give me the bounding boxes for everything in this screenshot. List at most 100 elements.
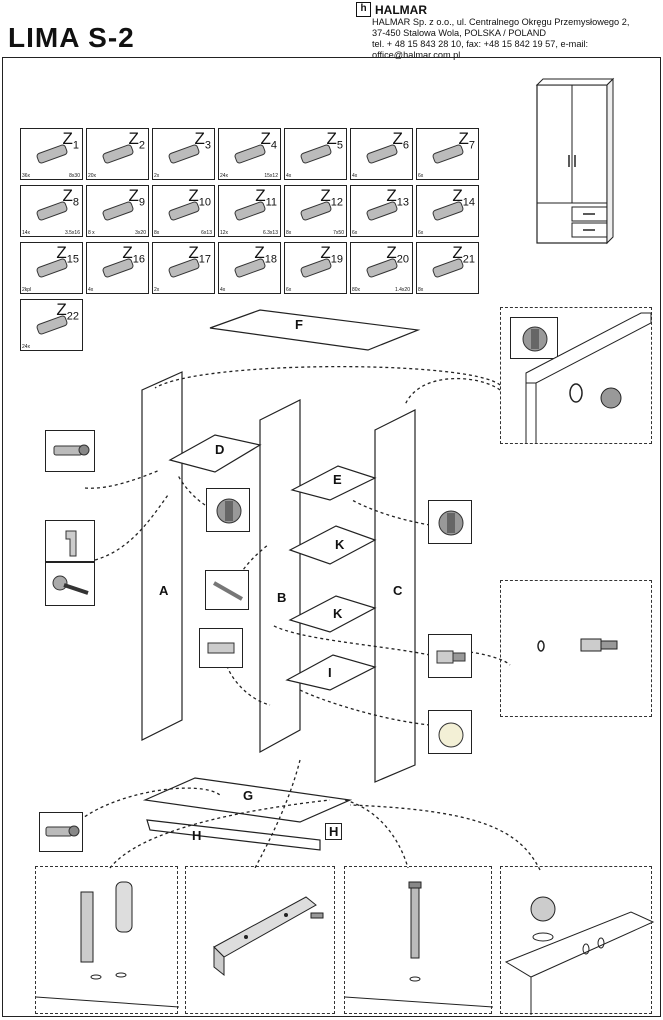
shelf-pin-icon bbox=[537, 638, 618, 652]
anchor-icon bbox=[207, 642, 235, 654]
rod-icon bbox=[102, 258, 134, 278]
part-size: 7x50 bbox=[333, 230, 344, 236]
address-line-2: 37-450 Stalowa Wola, POLSKA / POLAND bbox=[372, 28, 546, 38]
instruction-frame bbox=[2, 57, 661, 1017]
address-line-3: tel. + 48 15 843 28 10, fax: +48 15 842 … bbox=[372, 39, 589, 60]
panel-label-K1: K bbox=[335, 537, 345, 552]
plug-icon bbox=[168, 201, 200, 221]
thumb-cam-lock-1 bbox=[206, 488, 250, 532]
part-code: Z11 bbox=[255, 186, 277, 209]
part-quantity: 8 x bbox=[88, 230, 95, 236]
cam-lock-icon bbox=[216, 498, 242, 524]
thumb-bracket bbox=[45, 520, 95, 562]
part-tile-18: Z18 4x bbox=[218, 242, 281, 294]
part-quantity: 4x bbox=[352, 173, 358, 179]
part-quantity: 14x bbox=[22, 230, 31, 236]
part-code: Z15 bbox=[56, 243, 79, 266]
part-quantity: 8x bbox=[418, 287, 424, 293]
part-tile-14: Z14 6x bbox=[416, 185, 479, 237]
part-code: Z7 bbox=[458, 129, 475, 152]
part-code: Z14 bbox=[452, 186, 475, 209]
screw-icon bbox=[36, 201, 68, 221]
anchor-icon bbox=[366, 144, 398, 164]
panel-label-E: E bbox=[333, 472, 342, 487]
part-tile-19: Z19 6x bbox=[284, 242, 347, 294]
part-code: Z4 bbox=[260, 129, 277, 152]
panel-label-H1: H bbox=[192, 828, 202, 843]
part-size: 15x12 bbox=[264, 173, 278, 179]
cam-lock-icon bbox=[234, 144, 266, 164]
part-tile-13: Z13 6x bbox=[350, 185, 413, 237]
cam-housing-icon bbox=[438, 722, 464, 748]
part-quantity: 2x bbox=[154, 173, 160, 179]
brand: h HALMAR bbox=[356, 2, 427, 17]
connector-bolt-icon bbox=[45, 825, 80, 837]
part-code: Z16 bbox=[122, 243, 145, 266]
panel-A-shape bbox=[141, 371, 183, 741]
panel-label-K2: K bbox=[333, 606, 343, 621]
part-quantity: 4x bbox=[286, 173, 292, 179]
thumb-cam-lock-3 bbox=[510, 317, 558, 359]
detail-drawer-runner bbox=[185, 866, 335, 1014]
nail-icon bbox=[366, 258, 398, 278]
thumb-cam-lock-2 bbox=[428, 500, 472, 544]
part-tile-3: Z3 2x bbox=[152, 128, 215, 180]
part-code: Z3 bbox=[194, 129, 211, 152]
connector-bolt-icon bbox=[102, 144, 134, 164]
part-quantity: 6x bbox=[352, 230, 358, 236]
panel-label-H2: H bbox=[325, 823, 343, 840]
part-code: Z18 bbox=[254, 243, 277, 266]
glide-icon bbox=[234, 258, 266, 278]
connector-bolt-icon bbox=[53, 444, 90, 456]
panel-label-I: I bbox=[328, 665, 332, 680]
panel-label-D: D bbox=[215, 442, 225, 457]
panel-label-G: G bbox=[243, 788, 254, 803]
part-quantity: 6x bbox=[286, 287, 292, 293]
part-quantity: 36x bbox=[22, 173, 31, 179]
part-quantity: 6x bbox=[418, 230, 424, 236]
panel-I-shape bbox=[285, 654, 377, 691]
part-code: Z22 bbox=[56, 300, 79, 323]
screw-icon bbox=[102, 201, 134, 221]
detail-cam-housing bbox=[500, 866, 655, 1015]
thumb-anchor bbox=[199, 628, 243, 668]
panel-F-shape bbox=[209, 309, 421, 351]
part-code: Z21 bbox=[452, 243, 475, 266]
part-code: Z19 bbox=[320, 243, 343, 266]
part-code: Z6 bbox=[392, 129, 409, 152]
part-quantity: 4x bbox=[220, 287, 226, 293]
hinge-icon bbox=[432, 201, 464, 221]
part-tile-15: Z15 2kpl bbox=[20, 242, 83, 294]
thumb-cam-housing bbox=[428, 710, 472, 754]
thumb-screw bbox=[45, 562, 95, 606]
detail-shelf-pin bbox=[500, 580, 652, 717]
pin-icon bbox=[213, 581, 243, 601]
panel-label-C: C bbox=[393, 583, 403, 598]
bracket-icon bbox=[168, 258, 200, 278]
part-quantity: 2x bbox=[154, 287, 160, 293]
detail-confirmat bbox=[344, 866, 494, 1014]
panel-E-shape bbox=[290, 465, 377, 501]
drawer-runner-icon bbox=[36, 258, 68, 278]
part-code: Z9 bbox=[128, 186, 145, 209]
confirmat-icon bbox=[300, 201, 332, 221]
part-quantity: 2kpl bbox=[22, 287, 32, 293]
panel-H-shape bbox=[146, 819, 321, 851]
thumb-pin bbox=[205, 570, 249, 610]
long-screw-icon bbox=[432, 144, 464, 164]
part-code: Z20 bbox=[386, 243, 409, 266]
part-code: Z13 bbox=[386, 186, 409, 209]
screw-icon bbox=[52, 575, 89, 595]
panel-label-F: F bbox=[295, 317, 303, 332]
panel-B-shape bbox=[259, 399, 301, 754]
part-quantity: 20x bbox=[88, 173, 97, 179]
